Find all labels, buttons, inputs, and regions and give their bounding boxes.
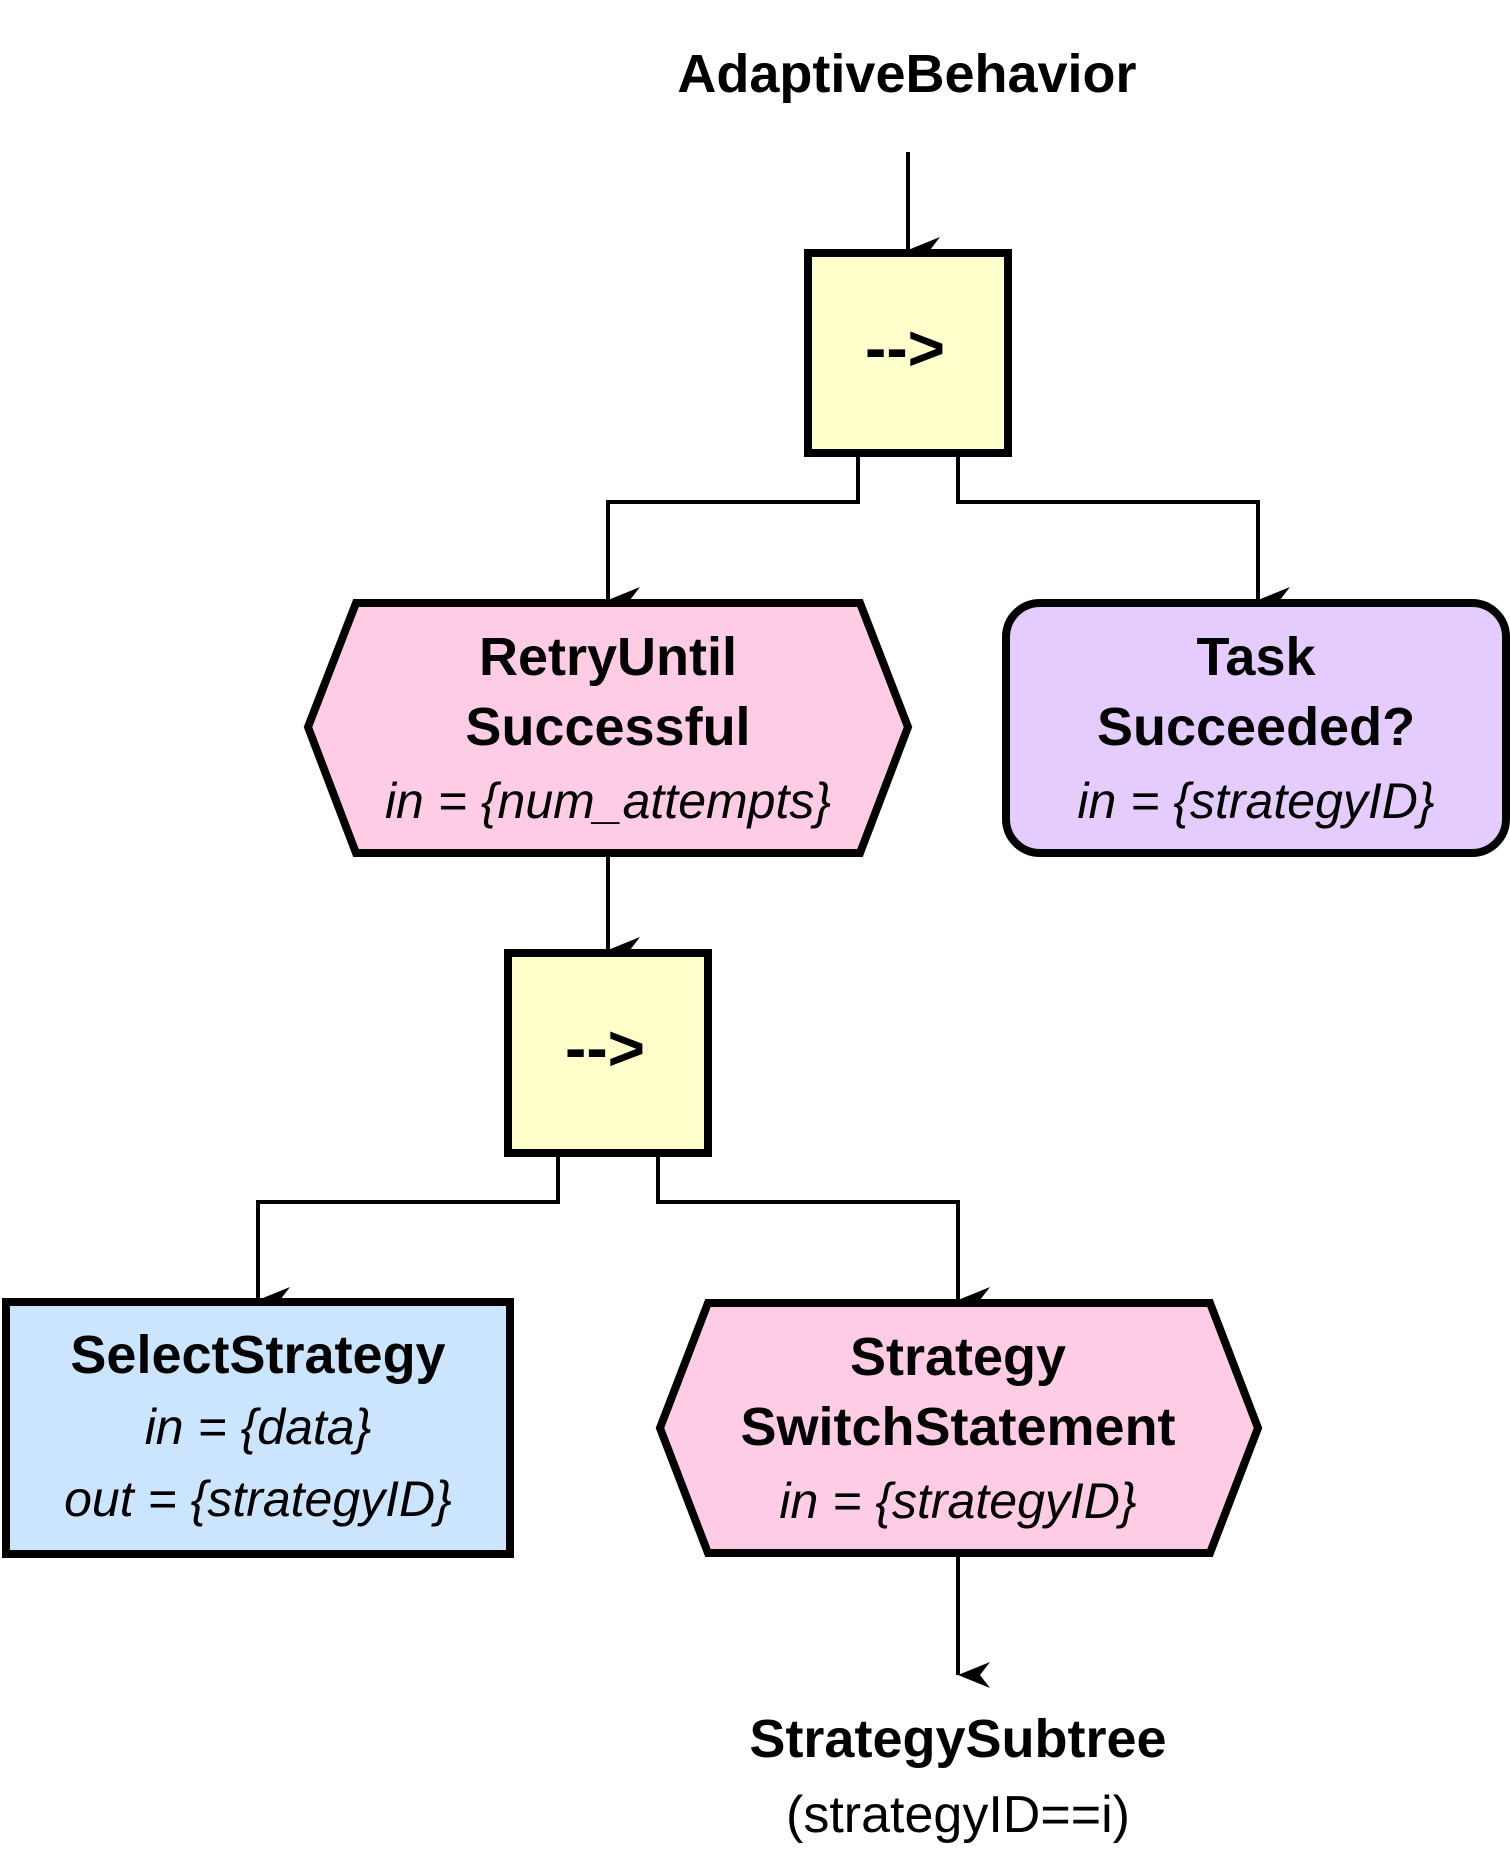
- strategy-switch-node: Strategy SwitchStatement in = {strategyI…: [655, 1299, 1263, 1557]
- subtree-subtitle: (strategyID==i): [786, 1786, 1130, 1844]
- edges: [256, 152, 1290, 1688]
- switch-param: in = {strategyID}: [779, 1473, 1136, 1529]
- retry-title-line2: Successful: [465, 697, 750, 757]
- retry-title-line1: RetryUntil: [479, 627, 737, 687]
- edge-sequence-to-select: [256, 1155, 560, 1313]
- select-strategy-param-out: out = {strategyID}: [64, 1471, 452, 1527]
- task-title-line2: Succeeded?: [1097, 697, 1415, 757]
- retry-param: in = {num_attempts}: [385, 773, 831, 829]
- select-strategy-title: SelectStrategy: [70, 1325, 445, 1385]
- subtree-title: StrategySubtree: [749, 1709, 1166, 1769]
- retry-until-successful-node: RetryUntil Successful in = {num_attempts…: [303, 599, 913, 857]
- sequence-symbol-top: -->: [865, 312, 945, 384]
- edge-sequence-to-switch: [656, 1155, 990, 1313]
- root-label: AdaptiveBehavior: [677, 44, 1136, 104]
- switch-title-line2: SwitchStatement: [740, 1397, 1175, 1457]
- switch-title-line1: Strategy: [850, 1327, 1066, 1387]
- sequence-symbol-bottom: -->: [565, 1012, 645, 1084]
- sequence-node-top: -->: [804, 249, 1012, 457]
- task-title-line1: Task: [1196, 627, 1316, 687]
- task-param: in = {strategyID}: [1077, 773, 1434, 829]
- select-strategy-node: SelectStrategy in = {data} out = {strate…: [2, 1298, 514, 1558]
- edge-sequence-to-task: [956, 455, 1290, 613]
- strategy-subtree-leaf: StrategySubtree (strategyID==i): [749, 1709, 1166, 1844]
- sequence-node-bottom: -->: [504, 949, 712, 1157]
- task-succeeded-node: Task Succeeded? in = {strategyID}: [1002, 599, 1510, 857]
- select-strategy-param-in: in = {data}: [145, 1399, 372, 1455]
- edge-sequence-to-retry: [606, 455, 860, 613]
